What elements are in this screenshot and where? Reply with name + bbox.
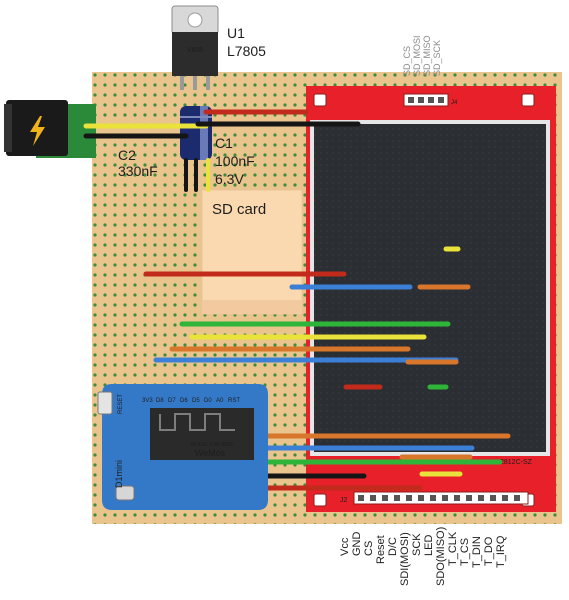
- regulator-marking: V805: [187, 47, 203, 54]
- d1-pin-label: D7: [168, 398, 176, 404]
- d1-pin-label: D6: [180, 398, 188, 404]
- wires: [83, 109, 511, 491]
- d1-mini-board: RESET WeMos MODEL ESP-8266 D1mini: [97, 384, 268, 510]
- d1mini-name: D1mini: [114, 460, 124, 488]
- sd-pin-label: SD_MISO: [422, 35, 432, 76]
- d1mini-model-line: MODEL ESP-8266: [191, 442, 233, 448]
- d1-pin-label: A0: [216, 398, 224, 404]
- tft-pin-label: SDO(MISO): [435, 527, 447, 586]
- d1-pin-label: D5: [192, 398, 200, 404]
- tft-pin-label: T_IRQ: [495, 535, 507, 568]
- c2-value: 330nF: [118, 163, 158, 179]
- tft-pin-label: D/C: [387, 537, 399, 556]
- reset-label: RESET: [118, 394, 124, 414]
- c1-ref: C1: [215, 135, 233, 151]
- tft-pin-label: GND: [351, 532, 363, 557]
- tft-pin-label: Reset: [375, 535, 387, 564]
- voltage-regulator: V805: [171, 5, 219, 90]
- sd-card: [201, 189, 303, 315]
- d1-pin-label: D0: [204, 398, 212, 404]
- d1-pin-label: D8: [156, 398, 164, 404]
- tft-pin-header: [353, 491, 529, 505]
- sd-card-label: SD card: [212, 201, 266, 218]
- capacitor-c1: [180, 106, 212, 160]
- esp8266-module: [150, 408, 254, 460]
- tft-header-pins: [358, 495, 520, 501]
- tft-pin-label: Vcc: [339, 537, 351, 556]
- tft-pin-label: LED: [423, 535, 435, 556]
- d1-pin-label: 3V3: [142, 398, 153, 404]
- tft-pin-label: T_DIN: [471, 536, 483, 568]
- tft-pin-label: T_CLK: [447, 531, 459, 566]
- regulator-part: L7805: [227, 43, 266, 59]
- regulator-ref: U1: [227, 25, 245, 41]
- sd-header: [403, 93, 449, 107]
- c1-value: 100nF: [215, 153, 255, 169]
- power-jack: [4, 100, 96, 158]
- d1mini-brand: WeMos: [195, 448, 226, 458]
- tft-pin-label: T_CS: [459, 538, 471, 566]
- tft-pin-label: SDI(MOSI): [399, 532, 411, 586]
- d1-pin-label: RST: [228, 398, 240, 404]
- sd-pin-labels: SD_CS SD_MOSI SD_MISO SD_SCK: [402, 35, 442, 76]
- sd-pin-label: SD_MOSI: [412, 35, 422, 76]
- sd-pin-label: SD_CS: [402, 46, 412, 76]
- tft-bottom-marker: J2: [340, 497, 348, 504]
- sd-header-marker: J4: [451, 100, 458, 106]
- tft-pin-label: CS: [363, 541, 375, 556]
- sd-pin-label: SD_SCK: [432, 40, 442, 76]
- tft-pin-label: SCK: [411, 533, 423, 556]
- tft-pin-label: T_DO: [483, 536, 495, 566]
- c2-ref: C2: [118, 147, 136, 163]
- c1-voltage: 6.3V: [215, 171, 244, 187]
- tft-model: 2812C-SZ: [500, 459, 533, 466]
- lightning-icon: [30, 116, 45, 146]
- d1-top-pin-labels: 3V3 D8 D7 D6 D5 D0 A0 RST: [142, 398, 240, 404]
- tft-pin-labels: Vcc GND CS Reset D/C SDI(MOSI) SCK LED S…: [339, 527, 507, 586]
